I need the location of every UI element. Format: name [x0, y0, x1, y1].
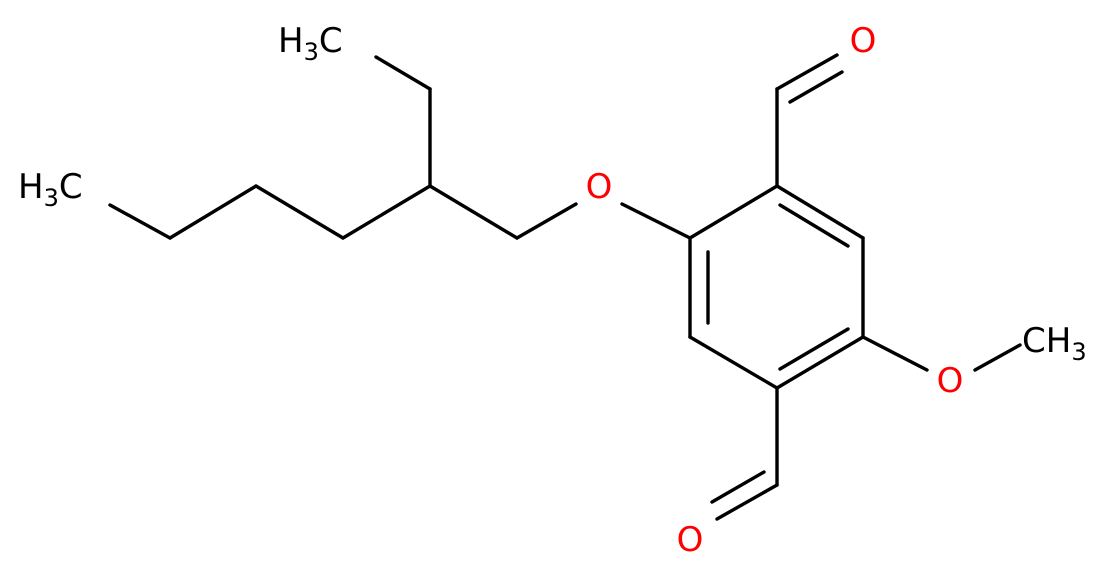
- bonds: [108, 53, 1022, 521]
- bond: [775, 335, 865, 390]
- atom-label-methyl-left: H3C: [18, 167, 83, 212]
- bond: [710, 470, 766, 504]
- bond: [620, 202, 692, 240]
- atom-label-methyl-right: CH3: [1022, 321, 1087, 366]
- bond: [374, 55, 432, 91]
- atom-label-oxygen-methoxy: O: [937, 361, 964, 401]
- bond: [341, 184, 432, 240]
- atom-labels: H3C H3C CH3 O O O O: [18, 21, 1087, 560]
- bond: [428, 184, 519, 240]
- bond: [778, 327, 850, 371]
- bond: [775, 53, 839, 91]
- bond: [788, 70, 844, 104]
- bond: [688, 184, 779, 240]
- bond: [775, 184, 865, 240]
- bond: [254, 184, 345, 240]
- bond: [108, 203, 172, 240]
- bond: [973, 343, 1022, 372]
- atom-label-methyl-top: H3C: [278, 21, 343, 66]
- atom-label-oxygen-ether: O: [586, 167, 613, 207]
- bond: [515, 202, 578, 240]
- bond: [861, 335, 929, 372]
- atom-label-oxygen-aldehyde-bottom: O: [677, 520, 704, 560]
- atom-label-oxygen-aldehyde-top: O: [850, 21, 877, 61]
- bond: [778, 203, 850, 248]
- bond: [688, 335, 779, 390]
- bond: [168, 184, 258, 240]
- bond: [715, 483, 779, 521]
